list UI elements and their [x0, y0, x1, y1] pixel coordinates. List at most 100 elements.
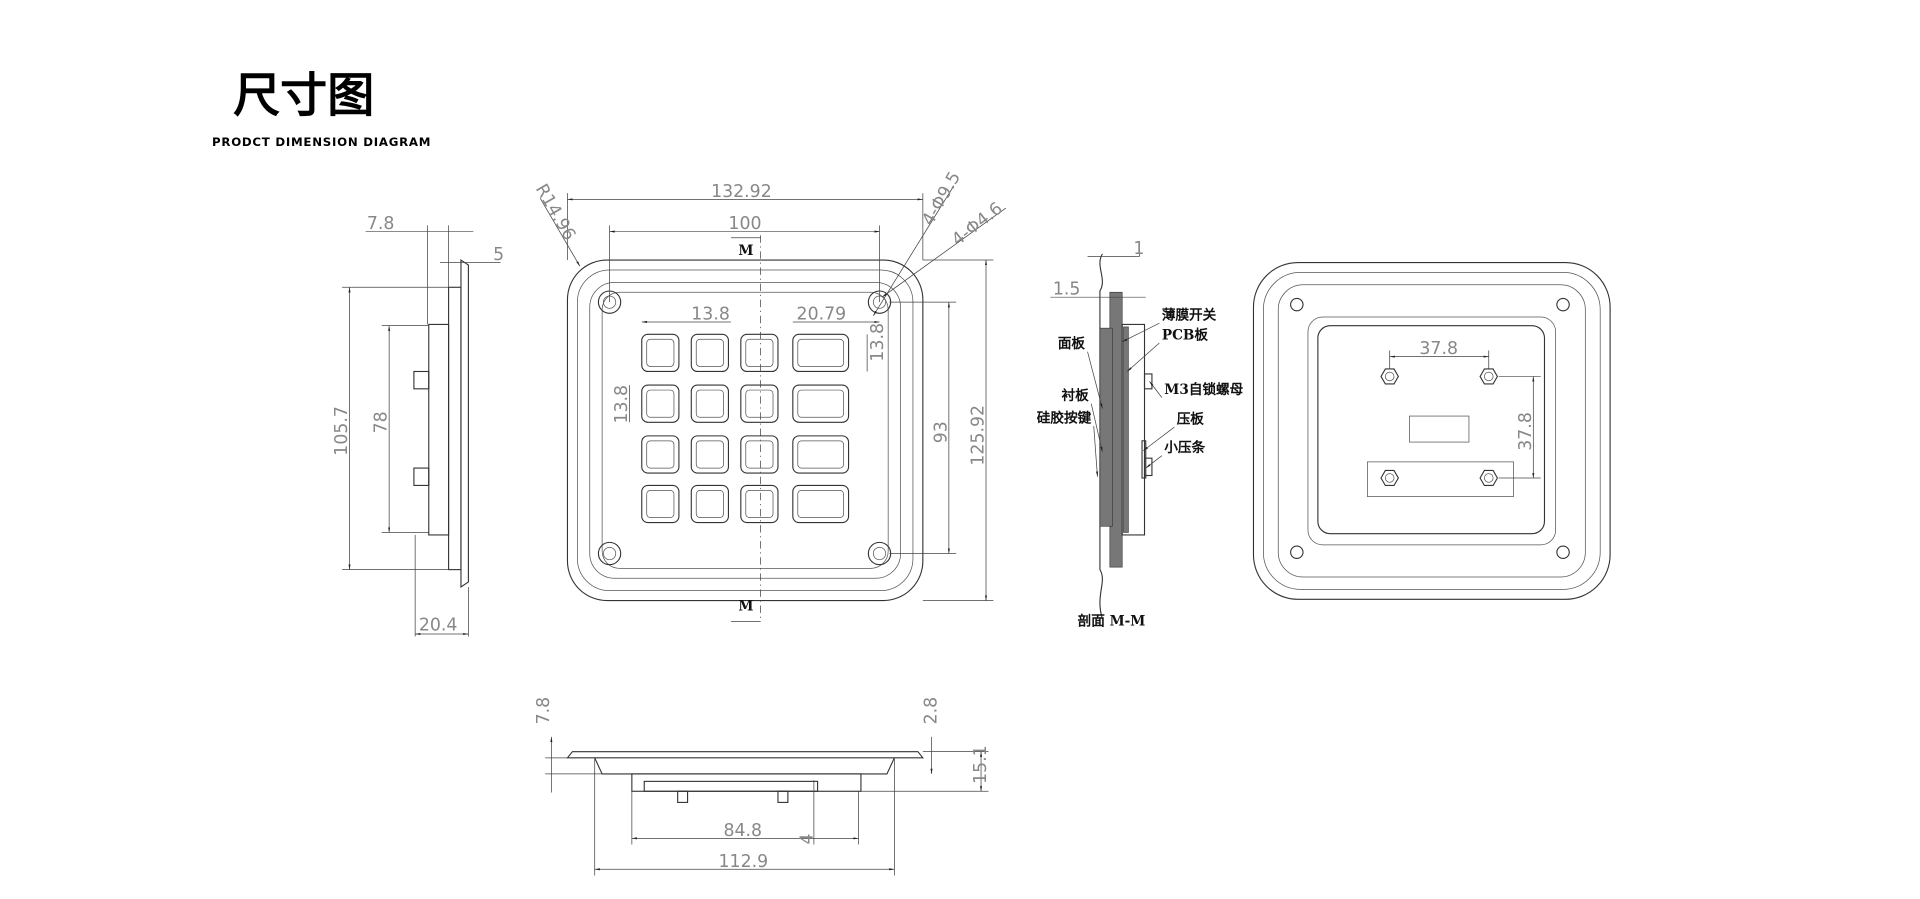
keypad-key [792, 484, 850, 524]
dim-top-depth: 7.8 [367, 214, 395, 234]
dim-hole-pitch-y: 93 [931, 421, 951, 443]
section-label: PCB板 [1162, 326, 1209, 343]
keypad-key [690, 333, 729, 373]
keypad-key [740, 435, 779, 474]
page-title: 尺寸图 [233, 68, 374, 123]
dim-section-panel: 1.5 [1053, 280, 1081, 300]
keypad-key [690, 484, 729, 524]
section-label: 薄膜开关 [1162, 306, 1217, 323]
mounting-hole [1290, 545, 1304, 560]
leader-line [1087, 351, 1103, 409]
dim-bottom-total-depth: 15.1 [971, 745, 991, 784]
keypad-key-face [797, 489, 844, 518]
keypad-key [641, 333, 680, 373]
keypad-key-face [646, 389, 675, 418]
dim-height-inner: 78 [372, 411, 392, 433]
keypad-key-face [797, 389, 844, 418]
keypad-key [690, 384, 729, 423]
dim-hole-large: 4-Φ9.5 [919, 168, 966, 229]
dim-radius: R14.96 [531, 181, 579, 244]
keypad-key [740, 384, 779, 423]
keypad-key-face [646, 489, 675, 518]
m3-nut [1380, 368, 1399, 385]
m3-nut-bore [1384, 371, 1395, 382]
section-view: 1 1.5 薄膜开关PCB板面板M3自锁螺母衬板硅胶按键压板小压条 剖面 M-M [1037, 239, 1244, 629]
back-view: 37.8 37.8 [1252, 261, 1611, 600]
keypad-key-face [745, 440, 774, 469]
m3-nut-bore [1484, 473, 1494, 483]
dim-total-depth: 20.4 [419, 615, 458, 635]
dim-hole-small: 4-Φ4.6 [948, 199, 1006, 251]
keypad-key-face [695, 440, 724, 469]
side-view: 105.7 78 7.8 5 20.4 [332, 214, 504, 637]
section-label: 小压条 [1164, 439, 1205, 456]
keypad-key-face [646, 338, 675, 367]
keypad-key [792, 435, 850, 474]
mounting-hole-inner [603, 546, 617, 561]
section-label: M3自锁螺母 [1164, 381, 1243, 398]
keypad-key-face [695, 389, 724, 418]
dim-width-outer: 132.92 [711, 182, 772, 202]
keypad-key-face [695, 338, 724, 367]
keypad-key [792, 333, 850, 373]
keypad-key [792, 384, 850, 423]
section-mark-bottom: M [738, 598, 753, 614]
keypad-key-face [797, 338, 844, 367]
dim-nut-pitch-y: 37.8 [1516, 412, 1536, 451]
dim-bottom-right-height: 2.8 [921, 697, 941, 725]
mounting-hole [1556, 545, 1570, 560]
m3-nut [1380, 469, 1399, 487]
keypad-key [740, 484, 779, 524]
keypad-key-face [745, 389, 774, 418]
keypad-key-face [797, 440, 844, 469]
mounting-hole-inner [872, 546, 887, 561]
section-title: 剖面 M-M [1078, 612, 1146, 629]
keypad-key [641, 435, 680, 474]
leader-line [1126, 342, 1160, 372]
leader-line [1149, 381, 1163, 398]
keypad-key-face [646, 440, 675, 469]
leader-line [1122, 322, 1160, 343]
dim-key-height-left: 13.8 [612, 385, 632, 424]
leader-line [1090, 403, 1103, 453]
leader-line [1145, 455, 1163, 469]
dim-body-width: 112.9 [719, 852, 769, 872]
dim-height-outer: 105.7 [332, 406, 352, 456]
bottom-view: 7.8 2.8 15.1 84.8 4 112.9 [534, 697, 991, 876]
page-subtitle: PRODCT DIMENSION DIAGRAM [212, 135, 431, 149]
dim-nut-pitch-x: 37.8 [1419, 339, 1458, 359]
dim-key-height-right: 13.8 [868, 323, 888, 362]
dim-height-outer-front: 125.92 [969, 405, 989, 466]
section-label: 衬板 [1062, 387, 1090, 404]
mounting-hole [1290, 297, 1304, 312]
dim-hole-pitch-x: 100 [728, 214, 761, 234]
mounting-hole [867, 541, 892, 566]
keypad-key [641, 484, 680, 524]
m3-nut [1479, 469, 1499, 487]
dim-key-offset: 20.79 [797, 304, 847, 324]
dim-inner-width: 84.8 [723, 821, 762, 841]
mounting-hole [1556, 297, 1570, 312]
keypad-key-face [695, 489, 724, 518]
dim-plate: 5 [493, 245, 504, 265]
section-mark-top: M [738, 243, 753, 259]
front-view: M M 132.92 100 13.8 20.79 13.8 13.8 93 1… [531, 168, 1007, 622]
dim-stud: 4 [798, 833, 818, 844]
section-label: 压板 [1177, 410, 1205, 427]
leader-line [1093, 425, 1099, 477]
dim-bottom-left-height: 7.8 [534, 697, 554, 725]
m3-nut-bore [1484, 371, 1494, 382]
keypad-key-face [745, 338, 774, 367]
keypad-key [641, 384, 680, 423]
leader-line [1143, 426, 1175, 452]
dim-key-width: 13.8 [691, 304, 730, 324]
keypad-key [690, 435, 729, 474]
mounting-hole [597, 541, 622, 566]
m3-nut-bore [1384, 473, 1395, 483]
m3-nut [1479, 368, 1499, 385]
section-label: 硅胶按键 [1037, 409, 1092, 426]
dim-section-top: 1 [1133, 239, 1144, 259]
keypad-key [740, 333, 779, 373]
keypad-key-face [745, 489, 774, 518]
